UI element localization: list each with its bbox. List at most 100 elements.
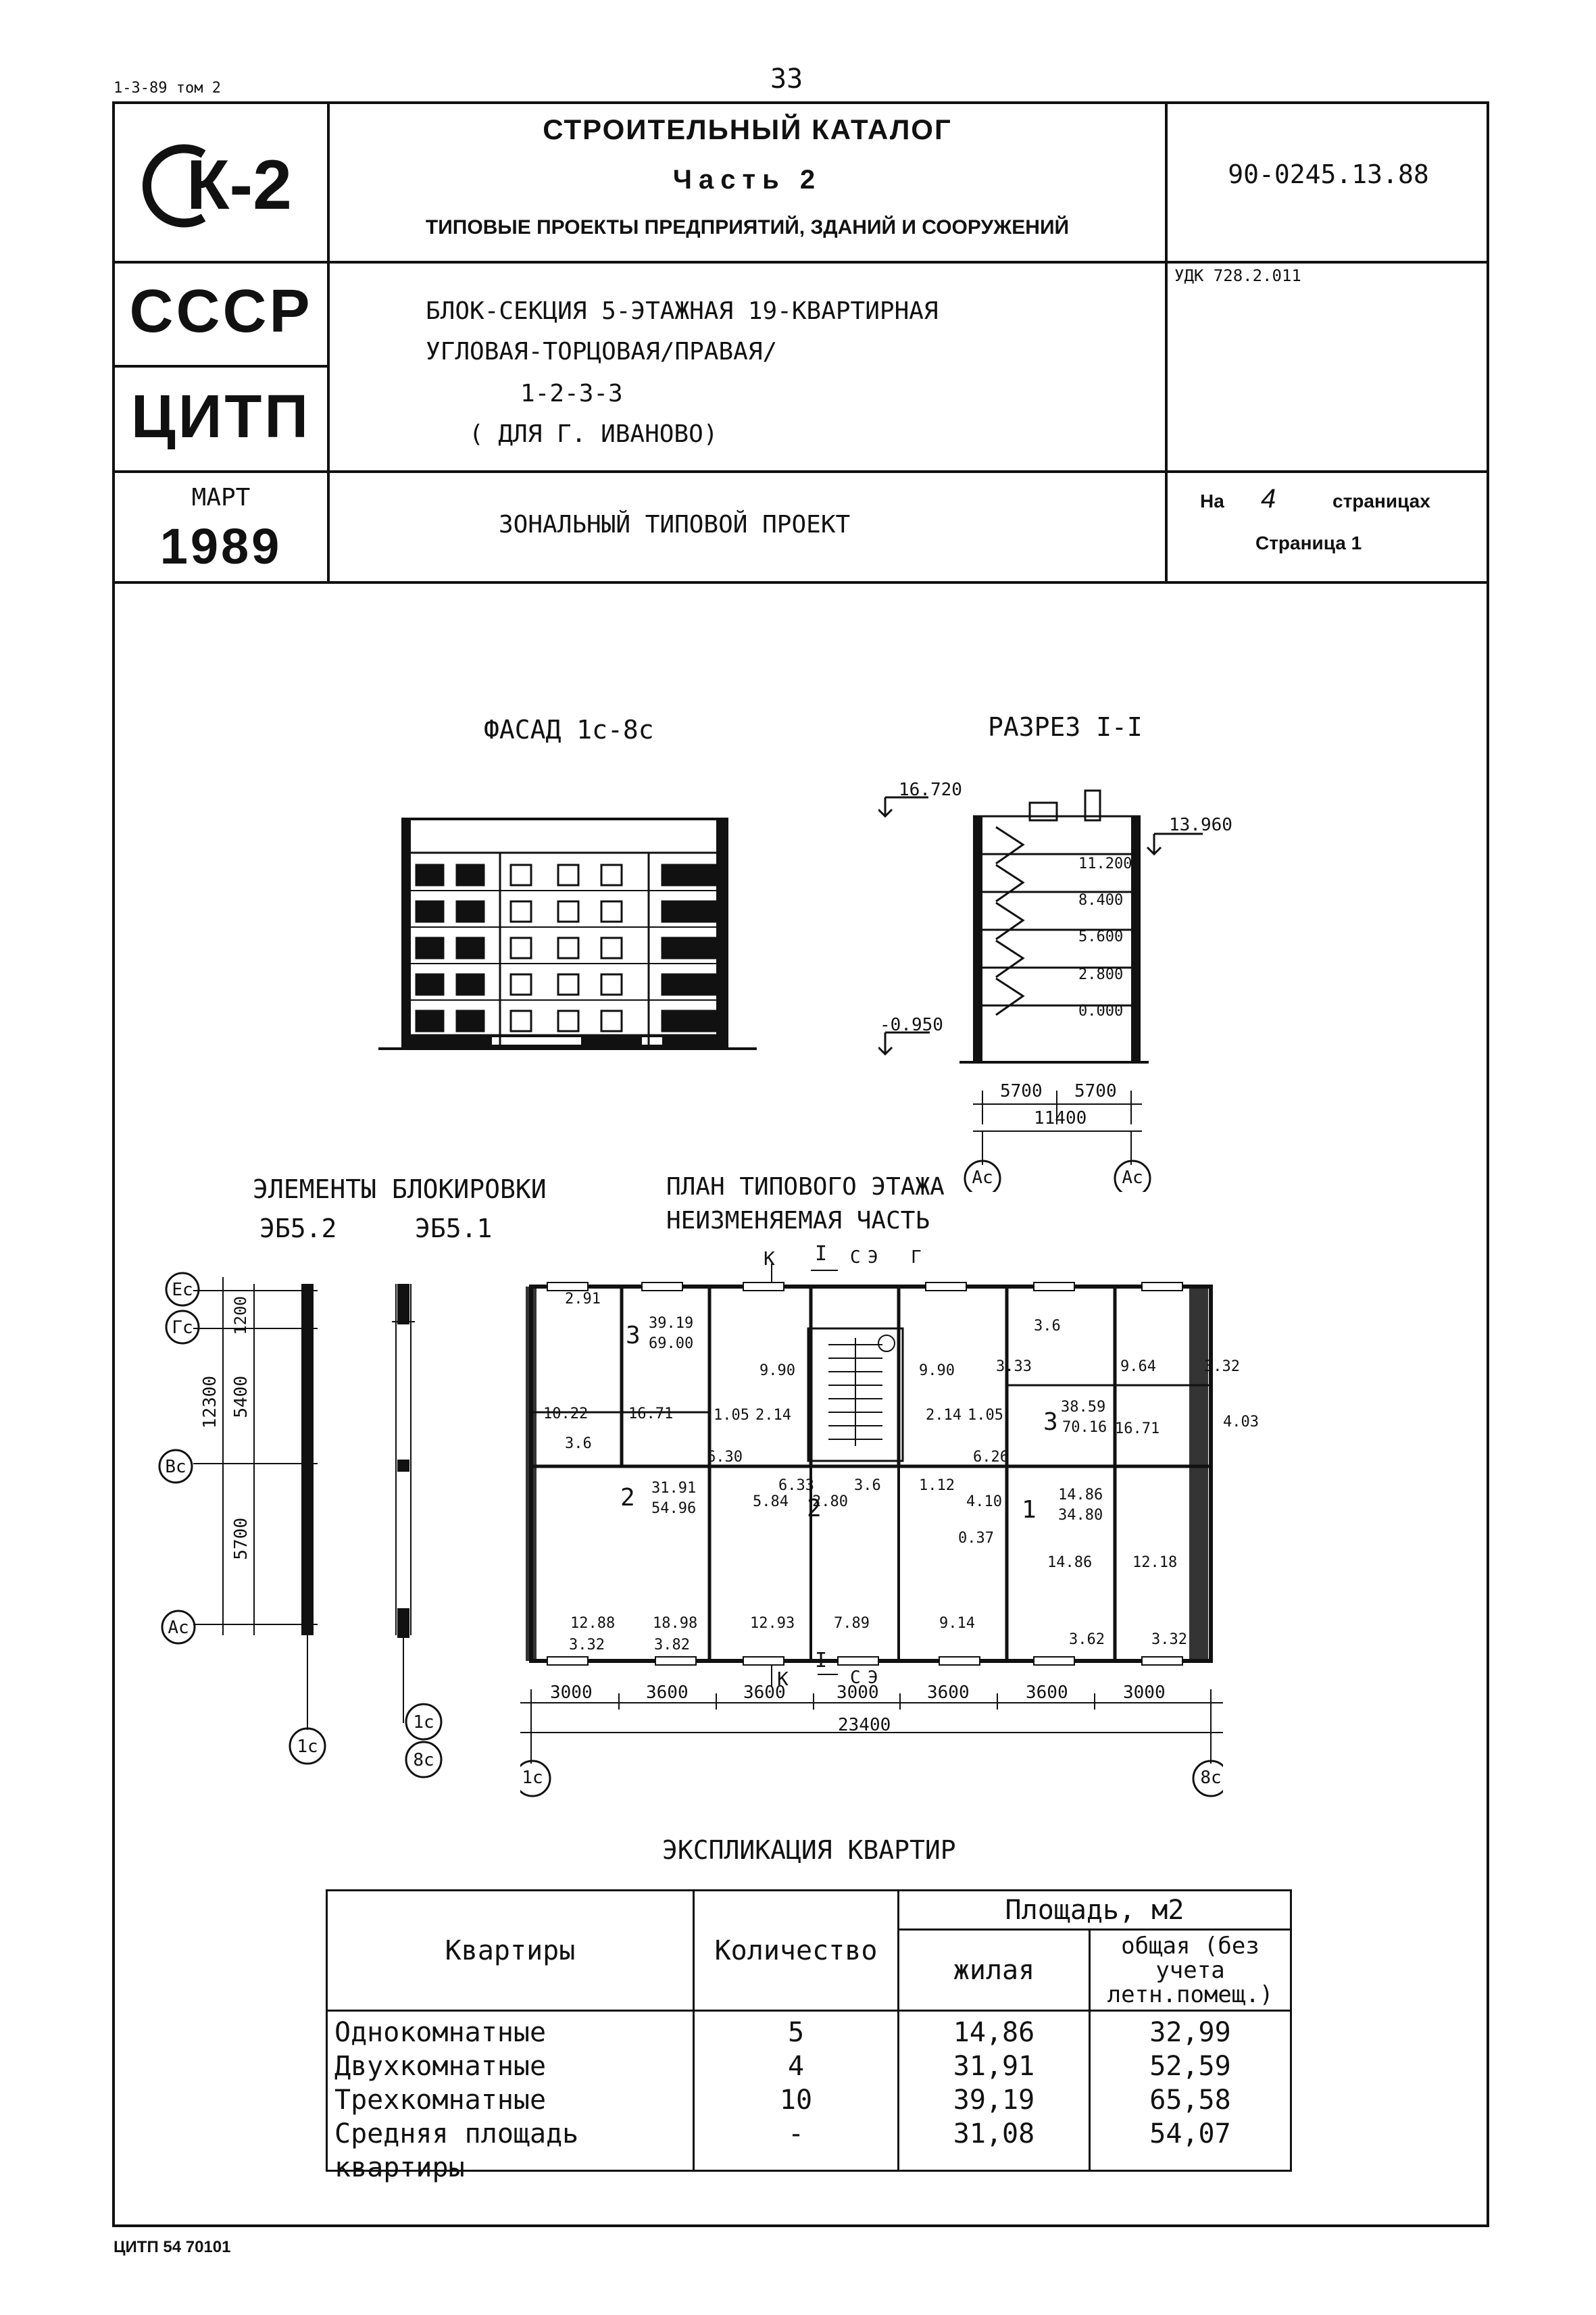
plan-marker-s-top: С xyxy=(850,1247,861,1268)
project-line-3: 1-2-3-3 xyxy=(520,380,623,407)
document-code: 90-0245.13.88 xyxy=(1228,159,1429,189)
section-stair-flight xyxy=(995,864,1025,903)
apartment-counts: 5 4 10 - xyxy=(693,2010,899,2172)
plan-window-bottom xyxy=(837,1656,879,1666)
catalog-title: СТРОИТЕЛЬНЫЙ КАТАЛОГ xyxy=(543,114,952,145)
pages-count: 4 xyxy=(1261,484,1276,514)
plan-marker-e-bottom: Э xyxy=(868,1668,878,1688)
plan-room-label: 4.03 xyxy=(1223,1414,1259,1430)
facade-window xyxy=(600,864,623,887)
blocking-axis-e: Ес xyxy=(172,1280,193,1300)
facade-window xyxy=(661,864,691,887)
row-total: 52,59 xyxy=(1149,2051,1231,2082)
plan-room-label: 3.6 xyxy=(565,1435,592,1452)
row-total: 65,58 xyxy=(1149,2085,1231,2116)
blocking-dim-5400: 5400 xyxy=(231,1376,251,1418)
facade-window xyxy=(455,973,485,996)
plan-room-label: 39.19 xyxy=(649,1315,694,1332)
plan-window-top xyxy=(925,1282,967,1291)
plan-room-label: 2.14 xyxy=(926,1407,962,1424)
facade-window xyxy=(557,1010,580,1032)
plan-marker-s-bottom: С xyxy=(850,1668,861,1688)
plan-room-label: 69.00 xyxy=(649,1335,694,1352)
org-label: ЦИТП xyxy=(130,383,311,451)
plan-window-top xyxy=(547,1282,589,1291)
section-drawing: 16.720 13.960 11.200 8.400 5.600 2.800 0… xyxy=(878,773,1232,1192)
plan-room-label: 6.33 xyxy=(778,1477,814,1494)
plan-window-bottom xyxy=(1033,1656,1075,1666)
plan-room-number: 2 xyxy=(807,1495,822,1522)
plan-window-bottom xyxy=(939,1656,980,1666)
plan-window-bottom xyxy=(547,1656,589,1666)
plan-room-label: 9.90 xyxy=(759,1362,795,1379)
plan-room-number: 3 xyxy=(626,1322,641,1349)
section-title: РАЗРЕЗ I-I xyxy=(988,712,1143,742)
plan-dim-6: 3600 xyxy=(1026,1683,1068,1703)
plan-room-label: 0.37 xyxy=(958,1530,994,1547)
plan-room-label: 54.96 xyxy=(651,1500,697,1517)
plan-marker-k-top: К xyxy=(764,1247,775,1270)
row-total: 32,99 xyxy=(1149,2017,1231,2048)
explication-title: ЭКСПЛИКАЦИЯ КВАРТИР xyxy=(662,1835,956,1865)
pages-prefix: На xyxy=(1200,491,1224,512)
plan-room-label: 18.98 xyxy=(653,1615,698,1632)
section-dim-total: 11400 xyxy=(1034,1108,1087,1128)
blocking-label-1: ЭБ5.2 xyxy=(259,1214,337,1243)
row-living: 31,91 xyxy=(953,2051,1035,2082)
plan-dim-3: 3600 xyxy=(743,1683,786,1703)
plan-marker-i-bottom: I xyxy=(815,1649,828,1672)
facade-window xyxy=(600,900,623,923)
plan-room-label: 6.26 xyxy=(973,1449,1009,1466)
row-living: 39,19 xyxy=(953,2085,1035,2116)
plan-room-label: 12.88 xyxy=(570,1615,616,1632)
title-col-2 xyxy=(1165,101,1168,582)
plan-room-label: 3.6 xyxy=(854,1477,881,1494)
section-stair-flight xyxy=(995,826,1025,865)
row-name: Средняя площадь квартиры xyxy=(334,2118,579,2183)
plan-marker-i-top: I xyxy=(815,1242,828,1266)
plan-room-label: 3.33 xyxy=(996,1358,1032,1375)
udk-code: УДК 728.2.011 xyxy=(1174,266,1301,285)
plan-room-label: 14.86 xyxy=(1047,1554,1093,1571)
col-area: Площадь, м2 xyxy=(897,1889,1292,1931)
plan-room-label: 2.14 xyxy=(755,1407,791,1424)
plan-dim-7: 3000 xyxy=(1123,1683,1166,1703)
plan-window-top xyxy=(1141,1282,1183,1291)
facade-window xyxy=(455,937,485,960)
plan-room-label: 4.10 xyxy=(966,1493,1002,1510)
blocking-axis-g: Гс xyxy=(172,1318,193,1338)
blocking-title: ЭЛЕМЕНТЫ БЛОКИРОВКИ xyxy=(253,1174,547,1204)
row-name: Двухкомнатные xyxy=(334,2051,547,2082)
plan-room-label: 70.16 xyxy=(1062,1419,1107,1436)
row-count: 5 xyxy=(787,2017,805,2048)
row-count: 4 xyxy=(787,2051,805,2082)
row-name: Трехкомнатные xyxy=(334,2085,547,2116)
col-total: общая (без учета летн.помещ.) xyxy=(1089,1928,1292,2012)
logo-text: К-2 xyxy=(186,146,292,224)
section-dim-1: 5700 xyxy=(1000,1081,1043,1101)
facade-window xyxy=(661,1010,691,1032)
elev-11200: 11.200 xyxy=(1078,855,1132,872)
plan-room-label: 2.80 xyxy=(812,1493,848,1510)
page-frame xyxy=(112,101,1489,2227)
plan-room-label: 34.80 xyxy=(1058,1507,1103,1524)
blocking-dim-12300: 12300 xyxy=(200,1376,220,1429)
plan-dim-1: 3000 xyxy=(550,1683,593,1703)
facade-window xyxy=(415,1010,445,1032)
plan-room-label: 3.32 xyxy=(1151,1631,1187,1648)
elev-13960: 13.960 xyxy=(1169,815,1232,835)
footer-code: ЦИТП 54 70101 xyxy=(114,2238,231,2256)
facade-window xyxy=(415,864,445,887)
apartment-total: 32,99 52,59 65,58 54,07 xyxy=(1089,2010,1292,2172)
plan-room-label: 12.93 xyxy=(750,1615,795,1632)
plan-room-number: 1 xyxy=(1022,1496,1037,1524)
plan-room-label: 2.91 xyxy=(565,1291,601,1308)
facade-window xyxy=(688,1010,718,1032)
title-divider-1 xyxy=(112,261,1489,264)
plan-marker-e-top: Э xyxy=(868,1247,878,1268)
title-divider-2 xyxy=(112,470,1489,473)
elev-16720: 16.720 xyxy=(899,780,962,800)
catalog-part: Часть 2 xyxy=(672,165,822,195)
blocking-axis-8c: 8с xyxy=(413,1750,434,1770)
